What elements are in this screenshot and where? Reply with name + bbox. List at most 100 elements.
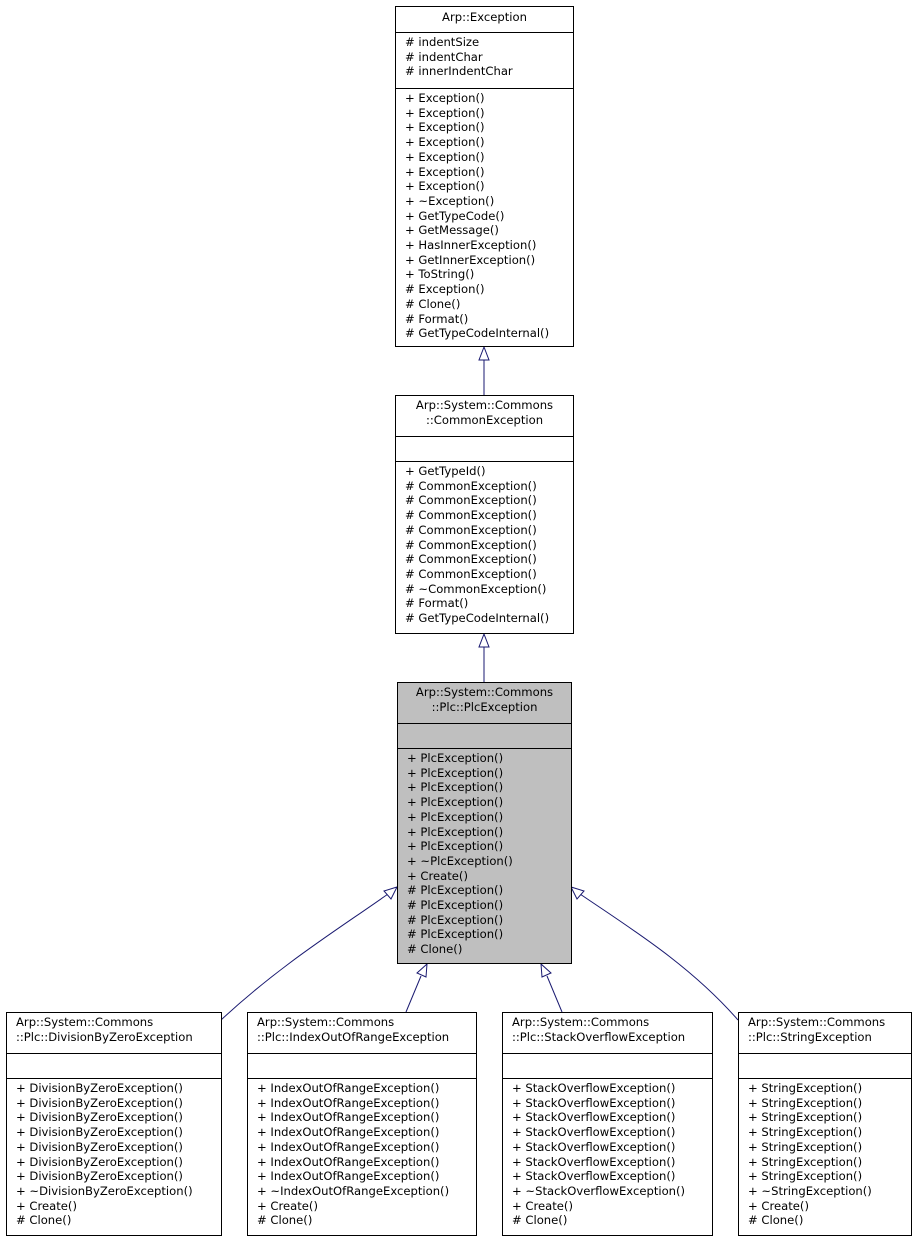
class-title: Arp::System::Commons ::CommonException xyxy=(396,396,573,437)
class-title: Arp::System::Commons ::Plc::StringExcept… xyxy=(739,1013,911,1054)
method: + ~DivisionByZeroException() xyxy=(16,1183,193,1198)
attribute: # innerIndentChar xyxy=(405,64,513,79)
method: # CommonException() xyxy=(405,522,537,537)
class-box-stack-overflow-exception[interactable]: Arp::System::Commons ::Plc::StackOverflo… xyxy=(502,1012,713,1236)
inherit-arrow-icon xyxy=(478,345,490,361)
method: + Create() xyxy=(16,1198,77,1213)
method: + ~StackOverflowException() xyxy=(512,1183,686,1198)
method: # CommonException() xyxy=(405,478,537,493)
method: # ~CommonException() xyxy=(405,581,547,596)
attributes-section: # indentSize# indentChar# innerIndentCha… xyxy=(396,33,573,89)
edge-div-to-plc xyxy=(220,893,389,1021)
method: + IndexOutOfRangeException() xyxy=(257,1081,440,1095)
methods-section: + StackOverflowException()+ StackOverflo… xyxy=(503,1079,712,1230)
inherit-arrow-icon xyxy=(416,962,428,978)
method: # Format() xyxy=(405,596,469,611)
method: # PlcException() xyxy=(407,898,504,913)
method: # GetTypeCodeInternal() xyxy=(405,611,550,626)
method: # PlcException() xyxy=(407,912,504,927)
method: + DivisionByZeroException() xyxy=(16,1110,183,1125)
attributes-section xyxy=(739,1054,911,1079)
method: + DivisionByZeroException() xyxy=(16,1095,183,1110)
class-box-division-by-zero-exception[interactable]: Arp::System::Commons ::Plc::DivisionByZe… xyxy=(6,1012,222,1236)
method: + StringException() xyxy=(748,1081,863,1095)
method: # Clone() xyxy=(512,1213,568,1228)
class-title: Arp::System::Commons ::Plc::StackOverflo… xyxy=(503,1013,712,1054)
method: # CommonException() xyxy=(405,537,537,552)
methods-section: + Exception()+ Exception()+ Exception()+… xyxy=(396,89,573,343)
attributes-section xyxy=(503,1054,712,1079)
method: + Create() xyxy=(407,868,468,883)
class-box-plc-exception: Arp::System::Commons ::Plc::PlcException… xyxy=(397,682,572,964)
method: + ToString() xyxy=(405,267,475,282)
method: # GetTypeCodeInternal() xyxy=(405,326,550,341)
methods-section: + GetTypeId()# CommonException()# Common… xyxy=(396,462,573,628)
method: + DivisionByZeroException() xyxy=(16,1139,183,1154)
inherit-arrow-icon xyxy=(570,886,585,900)
attributes-section xyxy=(7,1054,221,1079)
method: + HasInnerException() xyxy=(405,238,537,253)
method: + Exception() xyxy=(405,120,485,135)
class-title: Arp::System::Commons ::Plc::PlcException xyxy=(398,683,571,724)
class-box-common-exception[interactable]: Arp::System::Commons ::CommonException+ … xyxy=(395,395,574,634)
method: # Exception() xyxy=(405,282,485,297)
method: + Create() xyxy=(512,1198,573,1213)
method: + Exception() xyxy=(405,164,485,179)
method: + GetTypeId() xyxy=(405,464,486,478)
method: + PlcException() xyxy=(407,809,504,824)
method: + IndexOutOfRangeException() xyxy=(257,1169,440,1184)
method: + StringException() xyxy=(748,1154,863,1169)
method: + ~IndexOutOfRangeException() xyxy=(257,1183,450,1198)
method: + IndexOutOfRangeException() xyxy=(257,1139,440,1154)
method: + Create() xyxy=(257,1198,318,1213)
inherit-arrow-icon xyxy=(540,962,552,978)
class-box-index-out-of-range-exception[interactable]: Arp::System::Commons ::Plc::IndexOutOfRa… xyxy=(247,1012,477,1236)
methods-section: + PlcException()+ PlcException()+ PlcExc… xyxy=(398,749,571,959)
method: + StackOverflowException() xyxy=(512,1154,676,1169)
method: # Clone() xyxy=(16,1213,72,1228)
method: + ~PlcException() xyxy=(407,853,513,868)
method: + DivisionByZeroException() xyxy=(16,1169,183,1184)
method: # PlcException() xyxy=(407,927,504,942)
method: # Clone() xyxy=(405,296,461,311)
class-box-exception[interactable]: Arp::Exception# indentSize# indentChar# … xyxy=(395,6,574,347)
class-title: Arp::System::Commons ::Plc::IndexOutOfRa… xyxy=(248,1013,476,1054)
method: + IndexOutOfRangeException() xyxy=(257,1125,440,1140)
method: + DivisionByZeroException() xyxy=(16,1154,183,1169)
method: + GetInnerException() xyxy=(405,252,536,267)
inherit-arrow-icon xyxy=(383,886,398,900)
method: + ~Exception() xyxy=(405,193,495,208)
edge-str-to-plc xyxy=(579,893,739,1021)
method: + IndexOutOfRangeException() xyxy=(257,1154,440,1169)
method: + IndexOutOfRangeException() xyxy=(257,1110,440,1125)
attribute: # indentChar xyxy=(405,49,483,64)
edge-stack-to-plc xyxy=(546,975,563,1013)
method: + StackOverflowException() xyxy=(512,1095,676,1110)
method: + StackOverflowException() xyxy=(512,1081,676,1095)
method: + PlcException() xyxy=(407,780,504,795)
method: + StringException() xyxy=(748,1095,863,1110)
attributes-section xyxy=(248,1054,476,1079)
method: + StackOverflowException() xyxy=(512,1125,676,1140)
class-box-string-exception[interactable]: Arp::System::Commons ::Plc::StringExcept… xyxy=(738,1012,912,1236)
methods-section: + DivisionByZeroException()+ DivisionByZ… xyxy=(7,1079,221,1230)
methods-section: + IndexOutOfRangeException()+ IndexOutOf… xyxy=(248,1079,476,1230)
edge-idx-to-plc xyxy=(405,975,422,1013)
method: # Clone() xyxy=(407,942,463,957)
method: # PlcException() xyxy=(407,883,504,898)
method: # Clone() xyxy=(257,1213,313,1228)
method: + Exception() xyxy=(405,105,485,120)
method: + IndexOutOfRangeException() xyxy=(257,1095,440,1110)
method: # Clone() xyxy=(748,1213,804,1228)
class-title: Arp::System::Commons ::Plc::DivisionByZe… xyxy=(7,1013,221,1054)
method: + ~StringException() xyxy=(748,1183,872,1198)
attributes-section xyxy=(396,437,573,462)
method: # Format() xyxy=(405,311,469,326)
class-title: Arp::Exception xyxy=(396,7,573,33)
method: + StringException() xyxy=(748,1125,863,1140)
method: + Exception() xyxy=(405,91,485,105)
method: + PlcException() xyxy=(407,751,504,765)
method: # CommonException() xyxy=(405,493,537,508)
method: + PlcException() xyxy=(407,795,504,810)
